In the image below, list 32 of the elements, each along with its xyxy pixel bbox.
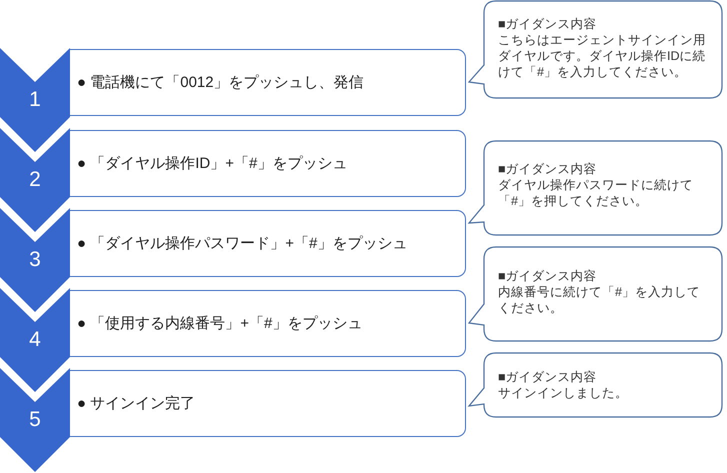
step-text: ● 「ダイヤル操作ID」+「#」をプッシュ	[77, 154, 348, 174]
guidance-heading: ■ガイダンス内容	[498, 16, 598, 32]
step-number: 4	[28, 328, 42, 352]
step-number: 1	[28, 88, 42, 112]
speech-bubble	[468, 140, 724, 236]
step-marker	[0, 48, 70, 152]
speech-bubble	[468, 352, 724, 418]
guidance-heading: ■ガイダンス内容	[498, 369, 598, 385]
guidance-heading: ■ガイダンス内容	[498, 161, 598, 177]
step-box	[70, 49, 466, 116]
step-marker	[0, 208, 70, 312]
step-text: ● 電話機にて「0012」をプッシュし、発信	[77, 72, 364, 92]
guidance-text: 内線番号に続けて「#」を入力してください。	[498, 284, 702, 316]
step-marker	[0, 368, 70, 472]
step-text: ● サインイン完了	[77, 394, 196, 414]
step-text: ● 「使用する内線番号」+「#」をプッシュ	[77, 314, 362, 334]
step-number: 2	[28, 168, 42, 192]
step-number: 5	[28, 408, 42, 432]
step-marker	[0, 128, 70, 232]
step-box	[70, 290, 466, 357]
speech-bubble	[468, 0, 724, 99]
step-marker	[0, 288, 70, 392]
step-box	[70, 130, 466, 197]
guidance-text: こちらはエージェントサインイン用ダイヤルです。ダイヤル操作IDに続けて「#」を入力してください。	[498, 32, 706, 80]
speech-bubble	[468, 246, 724, 342]
guidance-text: ダイヤル操作パスワードに続けて「#」を押してください。	[498, 177, 694, 209]
step-text: ● 「ダイヤル操作パスワード」+「#」をプッシュ	[77, 234, 408, 254]
step-box	[70, 210, 466, 277]
step-number: 3	[28, 248, 42, 272]
guidance-text: サインインしました。	[498, 385, 629, 401]
guidance-heading: ■ガイダンス内容	[498, 268, 598, 284]
step-box	[70, 370, 466, 437]
